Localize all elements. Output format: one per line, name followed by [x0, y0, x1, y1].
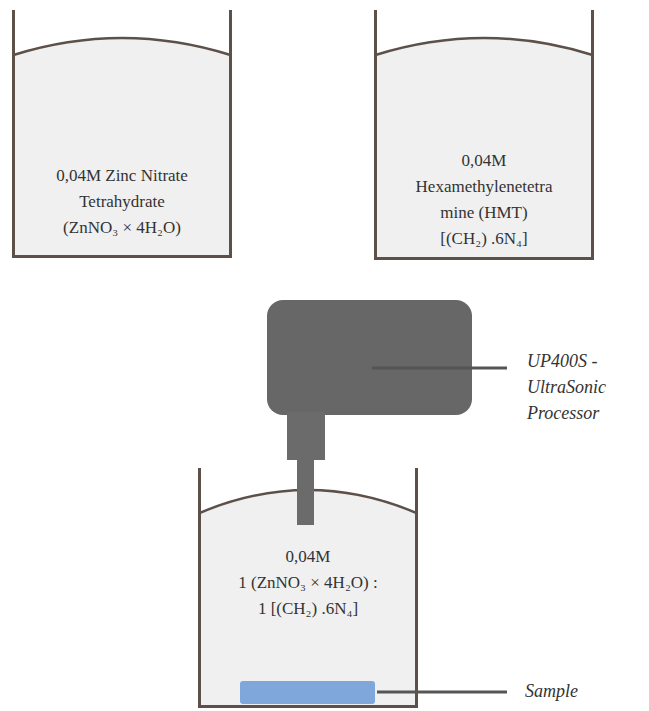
solution-text: 0,04M Zinc Nitrate Tetrahydrate	[37, 163, 207, 215]
leader-line	[372, 367, 507, 370]
liquid-surface	[14, 38, 231, 55]
beaker-label: 0,04M1 (ZnNO₃ × 4H₂O) :1 [(CH₂) .6N₄]	[198, 544, 418, 622]
solution-text: 0,04M	[402, 148, 567, 174]
beaker-label: 0,04M Zinc Nitrate Tetrahydrate(ZnNO₃ × …	[12, 163, 232, 241]
solution-text: (ZnNO₃ × 4H₂O)	[37, 215, 207, 241]
solution-text: 1 [(CH₂) .6N₄]	[213, 596, 403, 622]
solution-text: 1 (ZnNO₃ × 4H₂O) :	[213, 570, 403, 596]
ultrasonic-processor	[267, 300, 472, 415]
beaker-outline	[374, 10, 594, 260]
beaker-wall	[14, 10, 231, 257]
part-label: Sample	[525, 678, 635, 704]
liquid-surface	[376, 38, 593, 55]
beaker-wall	[200, 468, 417, 707]
beaker: 0,04MHexamethylenetetra mine (HMT)[(CH₂)…	[374, 10, 594, 260]
equipment-label: UP400S - UltraSonic Processor	[527, 348, 639, 426]
liquid	[200, 490, 417, 707]
beaker-label: 0,04MHexamethylenetetra mine (HMT)[(CH₂)…	[374, 148, 594, 252]
sample-substrate	[240, 681, 375, 704]
solution-text: [(CH₂) .6N₄]	[402, 226, 567, 252]
liquid	[14, 38, 231, 257]
beaker: 0,04M1 (ZnNO₃ × 4H₂O) :1 [(CH₂) .6N₄]	[198, 468, 418, 708]
liquid-surface	[200, 490, 417, 513]
probe-tip	[297, 458, 314, 525]
beaker-wall	[376, 10, 593, 259]
leader-line	[377, 691, 507, 694]
liquid	[376, 38, 593, 259]
solution-text: Hexamethylenetetra mine (HMT)	[402, 174, 567, 226]
solution-text: 0,04M	[213, 544, 403, 570]
beaker: 0,04M Zinc Nitrate Tetrahydrate(ZnNO₃ × …	[12, 10, 232, 258]
probe-neck	[287, 412, 325, 460]
